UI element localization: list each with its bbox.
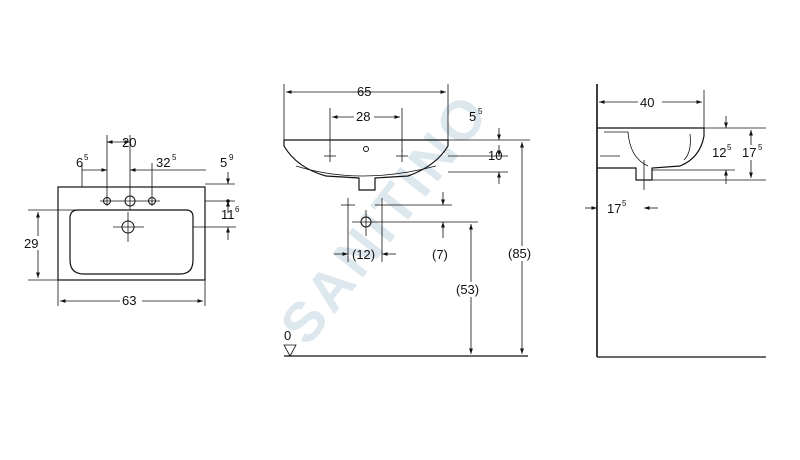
- dim-top-offset: 5: [469, 109, 476, 124]
- svg-text:5: 5: [622, 199, 627, 208]
- front-view: 65 28 5 5 10 (12) (7): [283, 84, 540, 357]
- dim-bowl-depth: 12: [712, 145, 726, 160]
- dim-connection-height: (53): [456, 282, 479, 297]
- overflow-hole: [363, 146, 369, 152]
- svg-text:9: 9: [229, 153, 234, 162]
- dim-connection-spacing: (12): [352, 247, 375, 262]
- bowl-curve: [295, 165, 437, 177]
- dim-spacing-20: 20: [122, 135, 136, 150]
- svg-text:5: 5: [478, 107, 483, 116]
- dim-projection-40: 40: [640, 95, 654, 110]
- basin-side-outline: [597, 127, 705, 181]
- dim-depth-29: 29: [24, 236, 38, 251]
- svg-text:5: 5: [727, 143, 732, 152]
- top-view: 20 6 5 32 5 5 9 11 6 29 63: [24, 135, 240, 308]
- dim-overall-width-65: 65: [357, 84, 371, 99]
- svg-text:5: 5: [84, 153, 89, 162]
- dim-overall-height: 17: [742, 145, 756, 160]
- dim-right-hole-offset: 32: [156, 155, 170, 170]
- side-view: 40 12 5 17 5 17 5: [585, 84, 768, 358]
- floor-level-label: 0: [284, 328, 291, 343]
- dim-drain-depth: 11: [221, 207, 235, 222]
- bowl-inner-outline: [69, 209, 194, 275]
- dim-mount-height: (85): [508, 246, 531, 261]
- svg-text:5: 5: [758, 143, 763, 152]
- dim-connection-offset: (7): [432, 247, 448, 262]
- floor-level-marker: [283, 344, 297, 357]
- watermark: SANITINO: [268, 81, 502, 356]
- dim-tap-spacing-28: 28: [356, 109, 370, 124]
- dim-width-63: 63: [122, 293, 136, 308]
- dim-drain-offset: 17: [607, 201, 621, 216]
- basin-top-outline: [57, 186, 206, 281]
- dim-back-offset: 5: [220, 155, 227, 170]
- svg-text:5: 5: [172, 153, 177, 162]
- dim-rim-height-10: 10: [488, 148, 502, 163]
- svg-text:6: 6: [235, 205, 240, 214]
- dim-left-hole-offset: 6: [76, 155, 83, 170]
- basin-front-outline: [283, 139, 449, 191]
